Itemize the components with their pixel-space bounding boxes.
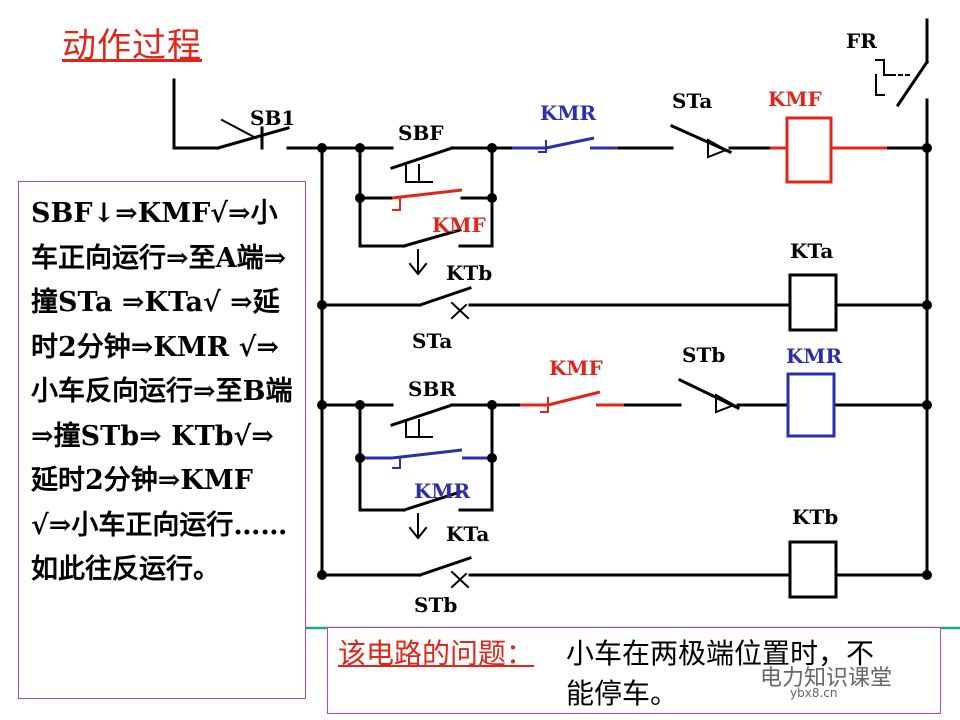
- explanation-box: SBF↓⇒KMF√⇒小车正向运行⇒至A端⇒撞STa ⇒KTa√ ⇒延时2分钟⇒K…: [18, 181, 306, 699]
- kmr-hold-label: KMR: [414, 479, 471, 503]
- kmr-nc-label: KMR: [540, 101, 597, 125]
- fr-label: FR: [846, 29, 877, 53]
- problem-line-2: 能停车。: [566, 677, 679, 710]
- watermark-text: 电力知识课堂: [760, 666, 893, 691]
- kmr-nc-contact: [545, 136, 595, 150]
- fr-contact: [895, 59, 930, 108]
- problem-box: 该电路的问题： 小车在两极端位置时，不 能停车。: [327, 627, 941, 714]
- kta-coil-label: KTa: [790, 239, 833, 263]
- kta-bottom-label: KTa: [446, 522, 489, 546]
- sb1-switch: [216, 126, 290, 150]
- sta-mid-label: STa: [412, 329, 452, 353]
- kmr-hold-contact: [391, 448, 463, 460]
- page-title: 动作过程: [62, 26, 202, 66]
- kmr-coil: [786, 372, 836, 438]
- problem-label: 该电路的问题：: [338, 637, 535, 670]
- kta-coil: [788, 273, 838, 332]
- kmf-coil-label: KMF: [768, 87, 822, 111]
- stb-bottom-label: STb: [414, 593, 457, 617]
- sbf-switch: [390, 146, 454, 170]
- ktb-top-label: KTb: [446, 261, 492, 285]
- sbf-label: SBF: [398, 121, 444, 145]
- explanation-text: SBF↓⇒KMF√⇒小车正向运行⇒至A端⇒撞STa ⇒KTa√ ⇒延时2分钟⇒K…: [31, 198, 293, 585]
- kmf-hold-contact: [391, 188, 463, 200]
- stb-top-label: STb: [682, 343, 725, 367]
- watermark-sub: ybx8.cn: [790, 686, 838, 700]
- ktb-coil-label: KTb: [792, 505, 838, 529]
- sta-top-label: STa: [672, 89, 712, 113]
- stb-contact: [677, 377, 741, 411]
- kmf-nc-contact: [547, 390, 601, 407]
- supply-wire: [172, 78, 220, 150]
- sbr-label: SBR: [408, 377, 456, 401]
- kmr-coil-label: KMR: [786, 344, 843, 368]
- kmf-nc-label: KMF: [549, 356, 603, 380]
- kmf-hold-label: KMF: [432, 213, 486, 237]
- kmf-coil: [785, 116, 833, 184]
- sb1-label: SB1: [250, 106, 295, 130]
- sbr-switch: [390, 403, 454, 427]
- ktb-coil: [788, 540, 838, 599]
- problem-line-1: 小车在两极端位置时，不: [566, 637, 875, 670]
